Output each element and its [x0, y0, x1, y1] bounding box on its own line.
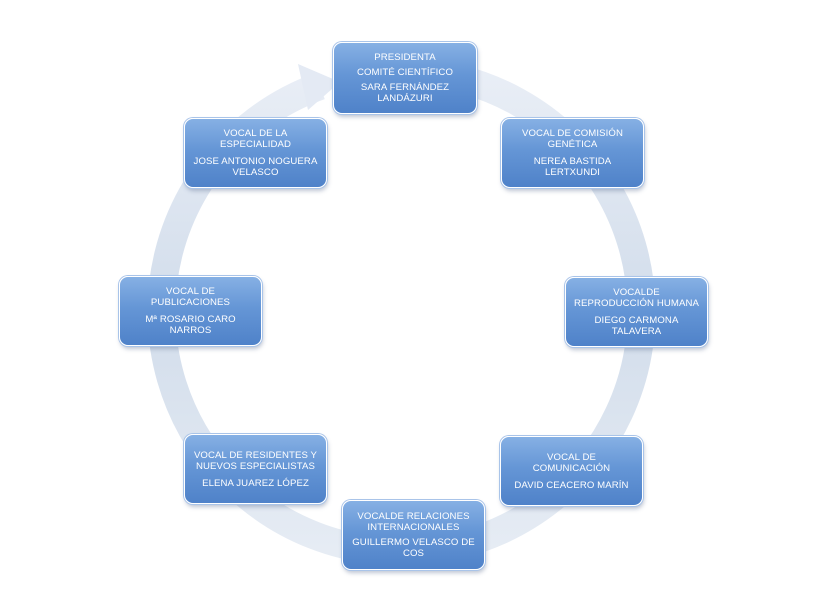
- node-vocal-reproduccion: VOCALDE REPRODUCCIÓN HUMANA DIEGO CARMON…: [565, 277, 708, 347]
- node-role: VOCAL DE COMUNICACIÓN: [532, 451, 611, 474]
- node-name: DIEGO CARMONA TALAVERA: [594, 315, 679, 337]
- node-role: VOCAL DE RESIDENTES Y NUEVOS ESPECIALIST…: [193, 449, 318, 472]
- node-vocal-residentes: VOCAL DE RESIDENTES Y NUEVOS ESPECIALIST…: [184, 434, 327, 504]
- node-name: GUILLERMO VELASCO DE COS: [352, 537, 475, 559]
- node-committee: COMITÉ CIENTÍFICO: [356, 67, 454, 78]
- node-role: VOCAL DE PUBLICACIONES: [150, 286, 231, 308]
- node-role: VOCAL DE LA ESPECIALIDAD: [219, 128, 292, 150]
- node-vocal-comunicacion: VOCAL DE COMUNICACIÓN DAVID CEACERO MARÍ…: [500, 436, 643, 506]
- node-name: ELENA JUAREZ LÓPEZ: [202, 477, 309, 489]
- cycle-arrowhead: [298, 64, 340, 110]
- node-vocal-relaciones: VOCALDE RELACIONES INTERNACIONALES GUILL…: [342, 500, 485, 570]
- node-name: Mª ROSARIO CARO NARROS: [145, 314, 236, 336]
- node-vocal-publicaciones: VOCAL DE PUBLICACIONES Mª ROSARIO CARO N…: [119, 276, 262, 346]
- node-vocal-especialidad: VOCAL DE LA ESPECIALIDAD JOSE ANTONIO NO…: [184, 118, 327, 188]
- node-presidenta: PRESIDENTA COMITÉ CIENTÍFICO SARA FERNÁN…: [333, 42, 477, 114]
- node-name: DAVID CEACERO MARÍN: [514, 479, 629, 491]
- node-name: SARA FERNÁNDEZ LANDÁZURI: [360, 82, 450, 104]
- node-vocal-genetica: VOCAL DE COMISIÓN GENÉTICA NEREA BASTIDA…: [501, 118, 644, 188]
- node-role: VOCAL DE COMISIÓN GENÉTICA: [521, 128, 624, 150]
- node-name: JOSE ANTONIO NOGUERA VELASCO: [193, 156, 318, 178]
- node-role: PRESIDENTA: [374, 52, 436, 63]
- node-name: NEREA BASTIDA LERTXUNDI: [533, 156, 612, 178]
- node-role: VOCALDE RELACIONES INTERNACIONALES: [357, 511, 470, 533]
- node-role: VOCALDE REPRODUCCIÓN HUMANA: [573, 287, 700, 309]
